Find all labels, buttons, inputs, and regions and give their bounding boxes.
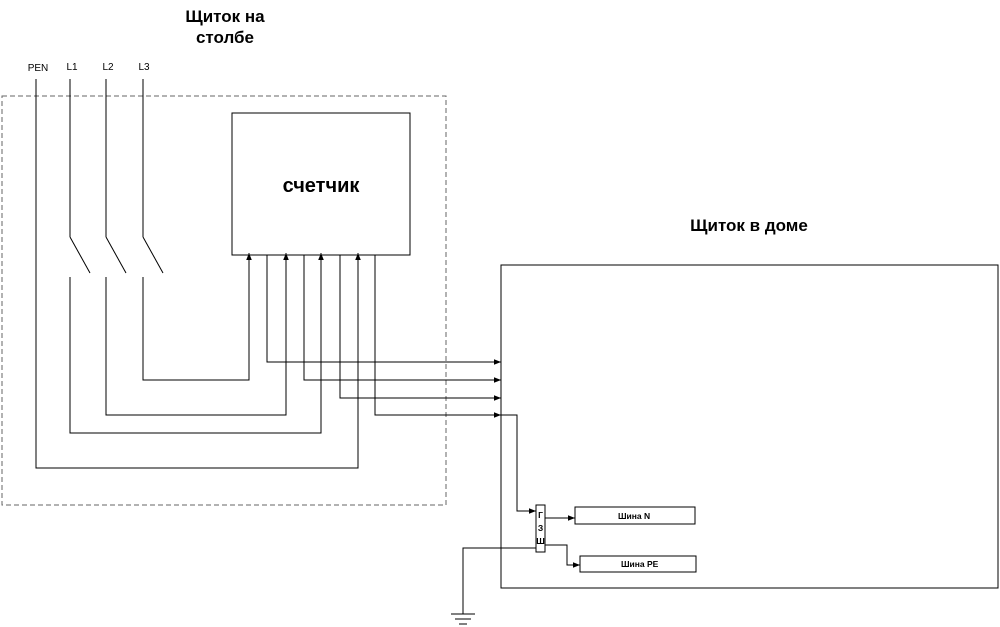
wire-out-3 bbox=[339, 255, 501, 401]
bus-pe bbox=[579, 555, 697, 573]
wire-pen-to-gzsh bbox=[501, 414, 536, 514]
gzsh-letter-3: Ш bbox=[536, 536, 545, 546]
wire-out-2 bbox=[303, 255, 501, 383]
label-l2: L2 bbox=[102, 62, 114, 73]
wire-out-pen bbox=[374, 255, 501, 418]
label-l1: L1 bbox=[66, 62, 78, 73]
wire-ground bbox=[462, 547, 536, 614]
wire-pen bbox=[35, 79, 361, 469]
breaker-l1 bbox=[69, 236, 91, 274]
breaker-l3 bbox=[142, 236, 164, 274]
label-pen: PEN bbox=[28, 63, 49, 74]
bus-n-label: Шина N bbox=[618, 511, 650, 521]
pole-panel-title-line1: Щиток на bbox=[185, 7, 265, 26]
gzsh-bus bbox=[535, 504, 546, 553]
wire-l1-lower bbox=[69, 253, 324, 434]
meter-label: счетчик bbox=[283, 175, 361, 197]
pole-panel-title-line2: столбе bbox=[196, 28, 254, 47]
wire-l3-lower bbox=[142, 253, 252, 381]
house-panel-box bbox=[500, 264, 999, 589]
bus-pe-label: Шина PE bbox=[621, 559, 659, 569]
wire-out-1 bbox=[266, 255, 501, 365]
label-l3: L3 bbox=[138, 62, 150, 73]
ground-icon bbox=[451, 613, 475, 625]
wire-gzsh-to-bus-pe bbox=[545, 544, 580, 568]
bus-n bbox=[574, 506, 696, 525]
pole-panel-enclosure bbox=[1, 95, 447, 506]
gzsh-letter-1: Г bbox=[538, 510, 543, 520]
wire-l2-lower bbox=[105, 253, 289, 416]
house-panel-title: Щиток в доме bbox=[690, 216, 808, 235]
meter-box bbox=[231, 112, 411, 256]
breaker-l2 bbox=[105, 236, 127, 274]
gzsh-letter-2: З bbox=[538, 523, 543, 533]
